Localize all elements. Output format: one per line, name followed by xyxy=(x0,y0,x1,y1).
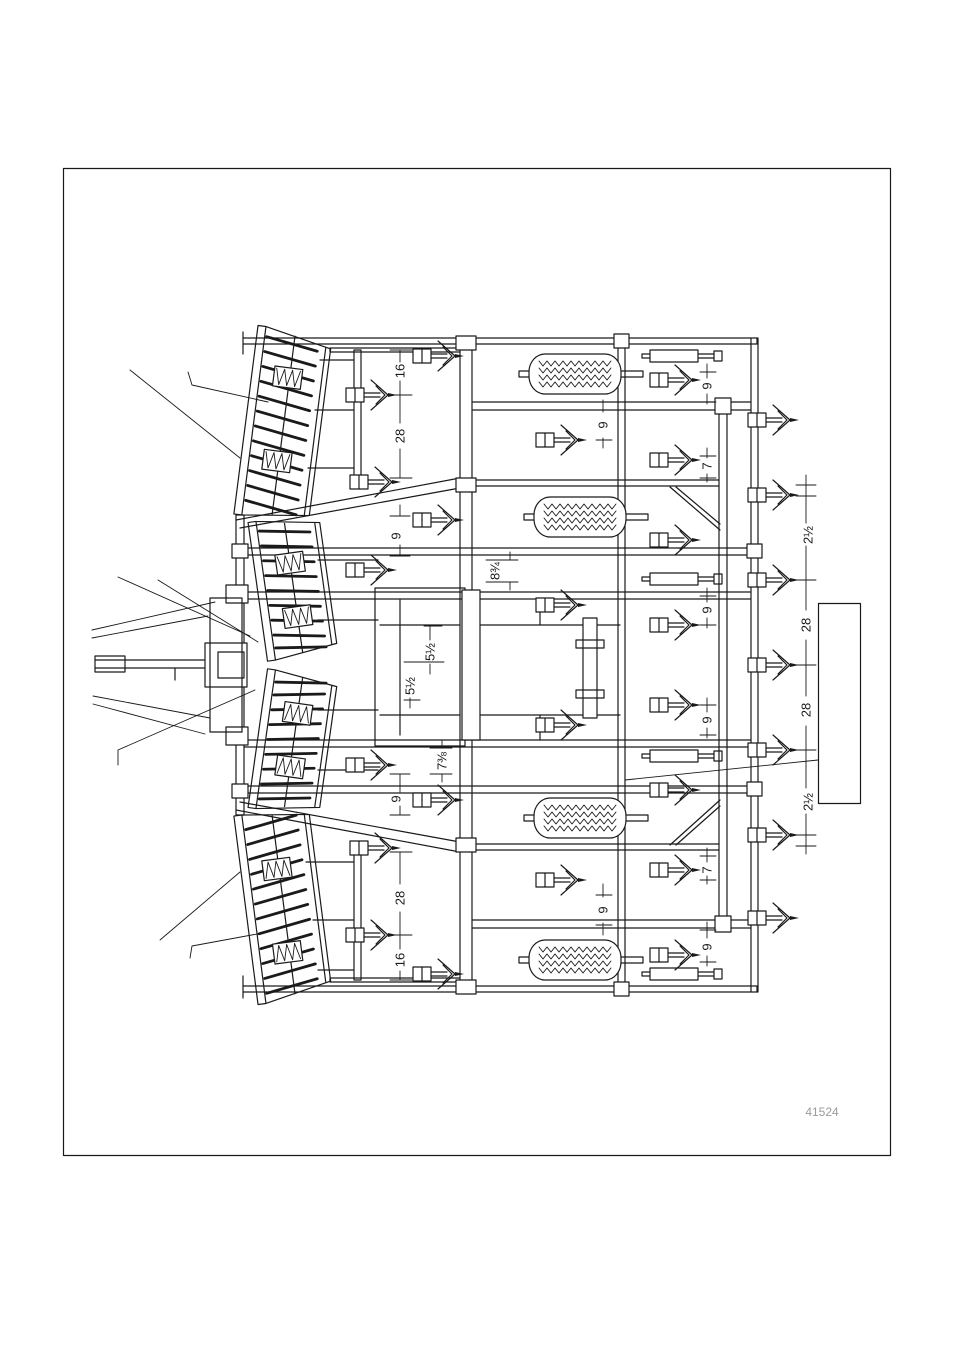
dimension-label: 7 xyxy=(700,866,715,873)
dimension-label: 9 xyxy=(700,943,715,950)
dimension-label: 7 xyxy=(700,462,715,469)
sweep-shank xyxy=(650,855,701,885)
center-lift-cylinder xyxy=(462,590,604,740)
hitch-tongue xyxy=(95,656,215,680)
sweep-shank xyxy=(748,405,799,435)
sweep-shank xyxy=(748,650,799,680)
frame-joint-brackets xyxy=(232,334,762,996)
sweep-shank xyxy=(748,480,799,510)
sweep-shank xyxy=(350,833,401,863)
sweep-shank xyxy=(650,365,701,395)
hydraulic-cylinder xyxy=(642,350,722,362)
sweep-shank xyxy=(346,750,397,780)
hydraulic-cylinder xyxy=(642,968,722,980)
sweep-shank xyxy=(650,690,701,720)
sweep-shank xyxy=(650,940,701,970)
dimension-label: 5½ xyxy=(403,677,418,695)
sweep-shank xyxy=(536,865,587,895)
sweep-shank xyxy=(413,785,464,815)
sweep-shank xyxy=(350,467,401,497)
hydraulic-cylinder xyxy=(642,750,722,762)
dimension-label: 28 xyxy=(799,703,814,717)
dimension-label: 9 xyxy=(700,382,715,389)
sweep-shank xyxy=(748,735,799,765)
dimension-label: 16 xyxy=(393,364,408,378)
main-frame-tubes xyxy=(236,332,758,998)
sweep-shank xyxy=(650,610,701,640)
dimension-label: 16 xyxy=(393,953,408,967)
hydraulic-cylinder xyxy=(642,573,722,585)
sweep-shank xyxy=(536,425,587,455)
dimension-label: 9 xyxy=(389,795,404,802)
disc-gang-front-top xyxy=(234,325,333,523)
dimension-label: 28 xyxy=(799,618,814,632)
gang-hanger-arms xyxy=(306,360,378,970)
figure-number: 41524 xyxy=(805,1105,839,1119)
disc-gang-center-bottom xyxy=(248,669,338,818)
disc-gang-center-top xyxy=(248,513,338,662)
sweep-shank xyxy=(413,505,464,535)
sweep-shank xyxy=(748,903,799,933)
callout-box xyxy=(819,604,861,804)
hitch-head xyxy=(205,585,248,745)
dimension-label: 9 xyxy=(596,906,611,913)
dimension-label: 9 xyxy=(389,532,404,539)
dimension-label: 28 xyxy=(393,429,408,443)
dimension-label: 2½ xyxy=(801,526,816,544)
dimension-label: 9 xyxy=(700,716,715,723)
dimension-label: 9 xyxy=(596,421,611,428)
dimension-label: 5½ xyxy=(423,643,438,661)
dimension-label: 7⅜ xyxy=(435,752,450,770)
disc-gang-front-bottom xyxy=(234,807,333,1005)
sweep-shank xyxy=(748,820,799,850)
dimension-label: 28 xyxy=(393,891,408,905)
dimension-label: 2½ xyxy=(801,793,816,811)
sweep-shank xyxy=(650,775,701,805)
sweep-shank xyxy=(650,445,701,475)
dimension-label: 9 xyxy=(700,606,715,613)
tire-inner-bottom xyxy=(524,798,648,838)
tire-inner-top xyxy=(524,497,648,537)
sweep-shank xyxy=(536,590,587,620)
sweep-shank xyxy=(650,525,701,555)
dimension-label: 8¾ xyxy=(488,562,503,580)
sweep-shank xyxy=(748,565,799,595)
